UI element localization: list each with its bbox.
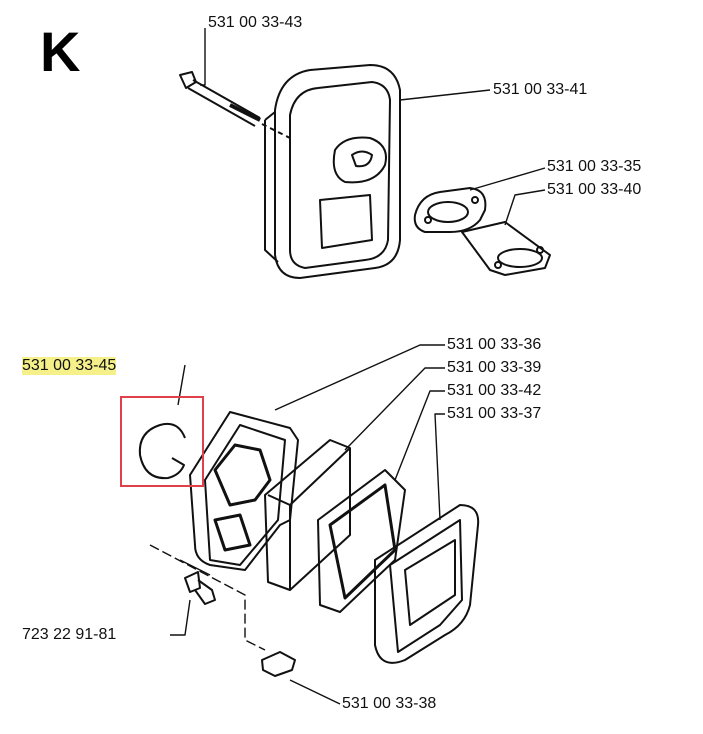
part-label-screw[interactable]: 723 22 91-81 <box>22 626 117 643</box>
part-label-filter-cover[interactable]: 531 00 33-37 <box>447 405 542 422</box>
part-label-bracket[interactable]: 531 00 33-40 <box>547 181 642 198</box>
part-label-filter-plate[interactable]: 531 00 33-42 <box>447 382 542 399</box>
gasket-drawing <box>413 187 487 233</box>
screw-drawing <box>184 571 216 605</box>
muffler-drawing <box>264 64 401 279</box>
part-label-filter-holder[interactable]: 531 00 33-36 <box>447 336 542 353</box>
ring-drawing <box>138 422 186 480</box>
part-label-bolt[interactable]: 531 00 33-43 <box>208 14 303 31</box>
selection-highlight-box <box>120 396 204 487</box>
foam-drawing <box>264 439 351 591</box>
part-label-filter-foam[interactable]: 531 00 33-39 <box>447 359 542 376</box>
knob-drawing <box>261 651 296 677</box>
part-label-gasket[interactable]: 531 00 33-35 <box>547 158 642 175</box>
part-label-ring-highlighted[interactable]: 531 00 33-45 <box>22 357 117 375</box>
part-label-knob[interactable]: 531 00 33-38 <box>342 695 437 712</box>
part-label-muffler[interactable]: 531 00 33-41 <box>493 81 588 98</box>
leader-lines <box>149 28 546 705</box>
bolt-drawing <box>179 71 291 139</box>
section-letter: K <box>40 20 81 83</box>
filter-plate-drawing <box>317 469 406 613</box>
filter-cover-drawing <box>374 504 480 664</box>
filter-holder-drawing <box>189 411 299 571</box>
bracket-drawing <box>461 221 551 276</box>
